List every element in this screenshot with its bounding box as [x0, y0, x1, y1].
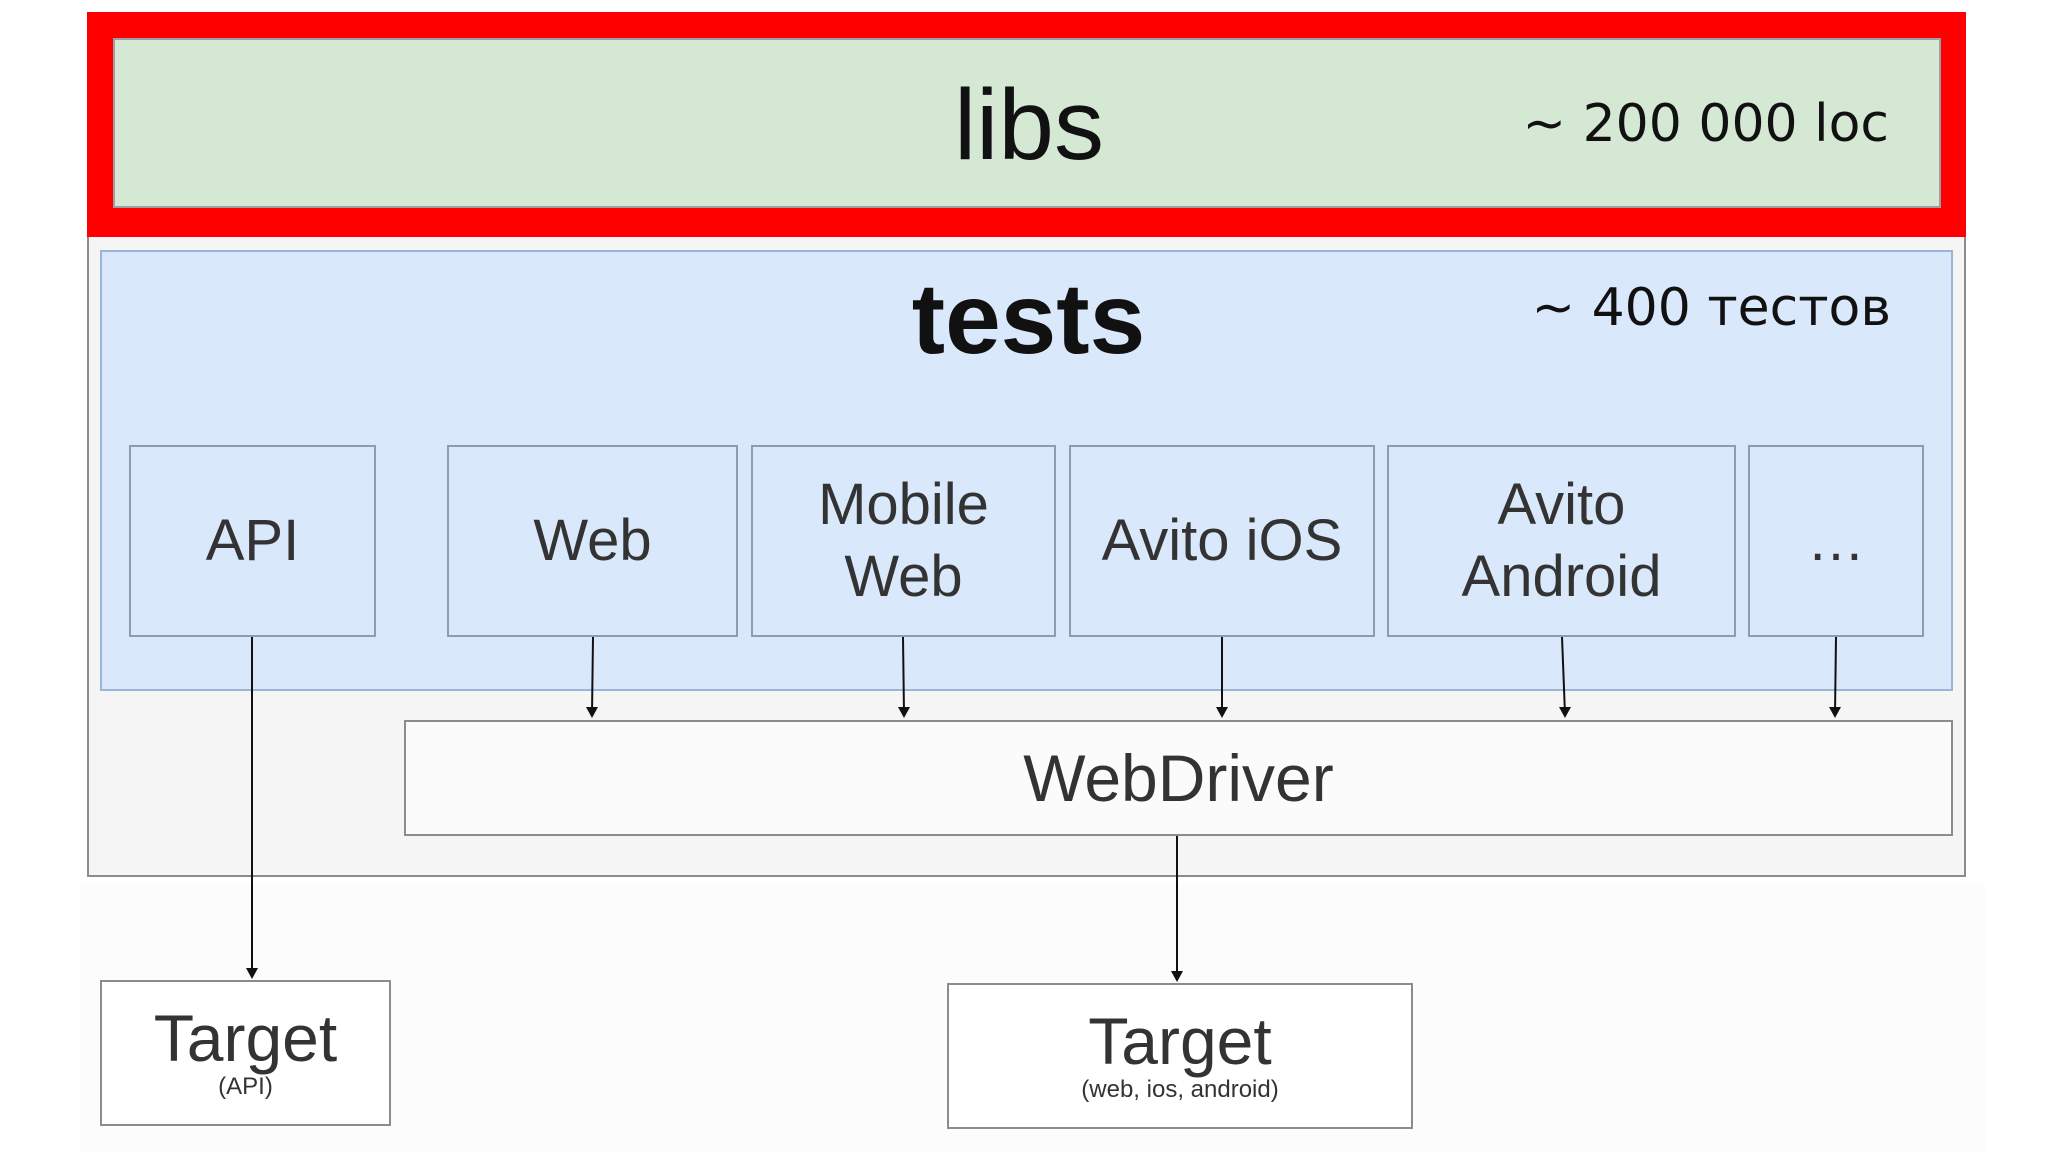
- tests-count: ~ 400 тестов: [1531, 278, 1891, 338]
- platform-avito-android-box: Avito Android: [1387, 445, 1736, 637]
- target-webdriver-box: Target (web, ios, android): [947, 983, 1413, 1129]
- platform-mobile-web-box: Mobile Web: [751, 445, 1056, 637]
- platform-web-box: Web: [447, 445, 738, 637]
- target-webdriver-title: Target: [1088, 1003, 1272, 1078]
- platform-avito-ios-box: Avito iOS: [1069, 445, 1375, 637]
- target-api-box: Target (web, ios, android) (API): [100, 980, 391, 1126]
- webdriver-box: WebDriver: [404, 720, 1953, 836]
- platform-api-box: API: [129, 445, 376, 637]
- tests-title: tests: [911, 263, 1146, 375]
- libs-title: libs: [953, 69, 1105, 181]
- platform-more-box: …: [1748, 445, 1924, 637]
- target-api-subtitle-text: (API): [218, 1073, 273, 1101]
- target-api-title: Target: [153, 1000, 338, 1075]
- target-webdriver-subtitle: (web, ios, android): [1081, 1076, 1279, 1104]
- libs-box: libs ~ 200 000 loc: [113, 38, 1941, 208]
- libs-loc-count: ~ 200 000 loc: [1522, 94, 1889, 154]
